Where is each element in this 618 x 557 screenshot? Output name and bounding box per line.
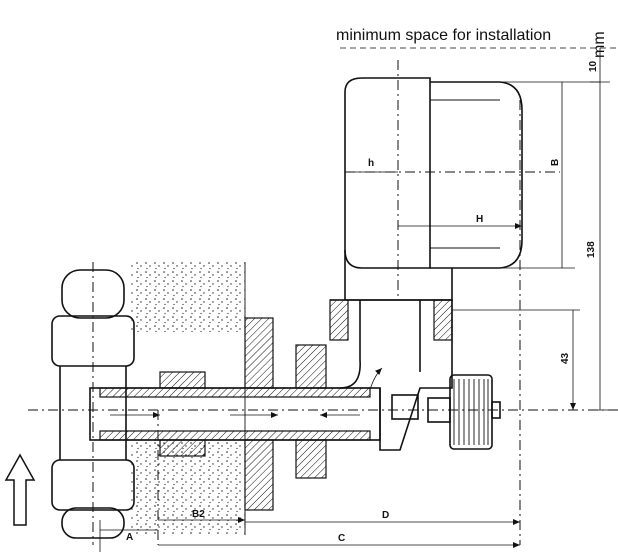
dim-label-B: B — [550, 159, 561, 166]
dim-label-C: C — [338, 533, 345, 544]
unit-label: mm — [591, 31, 608, 58]
knurled-knob — [427, 374, 501, 450]
vertical-dimensions — [452, 48, 610, 411]
supply-pipe — [51, 262, 135, 545]
dim-label-D: D — [382, 510, 389, 521]
dim-label-10: 10 — [588, 60, 599, 72]
flow-direction-up-arrow-icon — [4, 453, 36, 526]
dim-label-A: A — [126, 532, 133, 543]
flow-arrows — [110, 367, 383, 418]
dim-label-h: h — [368, 158, 374, 169]
head-dimensions — [345, 171, 522, 229]
meter-body-elbow — [329, 299, 453, 451]
bottom-dimensions — [99, 512, 520, 552]
meter-head — [344, 60, 560, 301]
wall-stipple-upper — [130, 262, 245, 332]
dim-label-43: 43 — [560, 352, 571, 364]
dim-label-H: H — [476, 214, 483, 225]
caption-text: minimum space for installation — [336, 27, 551, 44]
dim-label-B2: B2 — [192, 509, 205, 520]
dim-label-138: 138 — [586, 241, 597, 258]
